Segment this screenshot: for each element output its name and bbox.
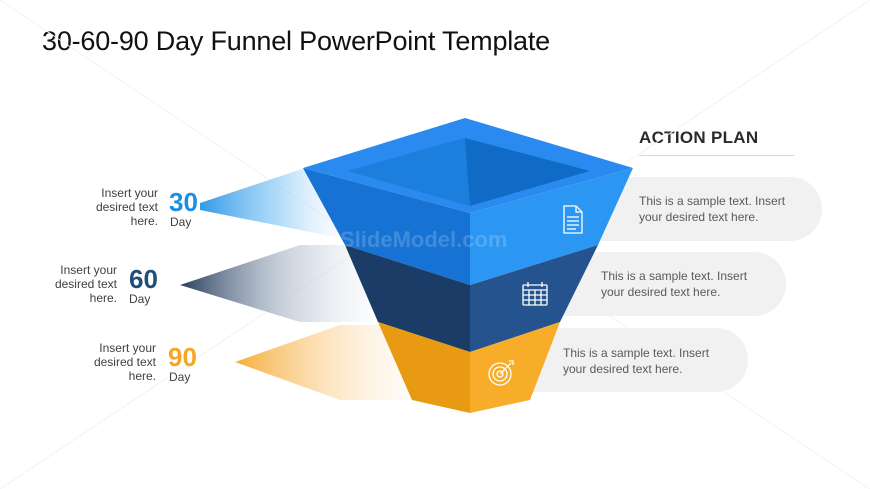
stage-label-line: desired text — [56, 355, 156, 369]
stage-label-60: Insert your desired text here. — [17, 263, 117, 305]
pill-text-90: This is a sample text. Insert your desir… — [563, 345, 723, 377]
stage-label-90: Insert your desired text here. — [56, 341, 156, 383]
stage-unit-90: Day — [169, 370, 190, 384]
stage-number-90: 90 — [168, 344, 197, 370]
beam-60 — [180, 245, 370, 322]
stage-number-60: 60 — [129, 266, 158, 292]
stage-label-line: desired text — [17, 277, 117, 291]
stage-label-line: Insert your — [56, 341, 156, 355]
watermark-text: SlideModel.com — [340, 227, 507, 252]
stage-label-line: desired text — [58, 200, 158, 214]
pill-text-30: This is a sample text. Insert your desir… — [639, 193, 799, 225]
stage-label-line: here. — [58, 214, 158, 228]
stage-label-line: Insert your — [17, 263, 117, 277]
pill-text-60: This is a sample text. Insert your desir… — [601, 268, 761, 300]
stage-label-30: Insert your desired text here. — [58, 186, 158, 228]
stage-label-line: here. — [17, 291, 117, 305]
stage-unit-30: Day — [170, 215, 191, 229]
stage-label-line: here. — [56, 369, 156, 383]
stage-label-line: Insert your — [58, 186, 158, 200]
stage-unit-60: Day — [129, 292, 150, 306]
stage-number-30: 30 — [169, 189, 198, 215]
